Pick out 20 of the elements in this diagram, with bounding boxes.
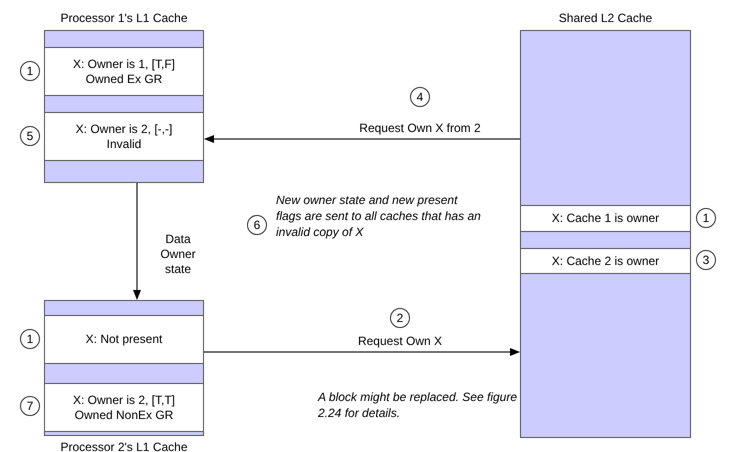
step-number: 4: [410, 87, 430, 107]
note-text: A block might be replaced. See figure 2.24 for details.: [318, 389, 518, 421]
cache-title: Processor 1's L1 Cache: [59, 11, 189, 25]
arrow: [133, 182, 141, 300]
step-number: 1: [20, 61, 40, 81]
step-number: 5: [20, 126, 40, 146]
arrow: [204, 135, 520, 143]
step-number: 1: [20, 329, 40, 349]
step-number: 1: [696, 208, 716, 228]
edge-label: Request Own X: [356, 334, 444, 349]
edge-label: Request Own X from 2: [358, 121, 482, 136]
cache-title: Shared L2 Cache: [558, 11, 654, 25]
arrow: [204, 348, 520, 356]
note-text: New owner state and new present flags are sent to all caches that has an invalid copy of X: [276, 192, 481, 240]
cache-title: Processor 2's L1 Cache: [59, 440, 189, 452]
edge-label: Data Owner state: [159, 232, 197, 277]
step-number: 3: [696, 250, 716, 270]
step-number: 6: [247, 215, 267, 235]
step-number: 7: [20, 396, 40, 416]
step-number: 2: [390, 308, 410, 328]
